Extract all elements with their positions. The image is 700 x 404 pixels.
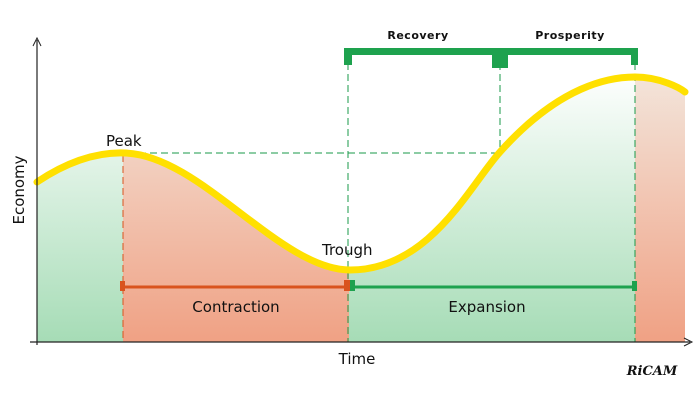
ricam-logo: RiCAM <box>626 364 678 379</box>
prosperity-label: Prosperity <box>535 29 605 42</box>
contraction-fill <box>635 77 685 342</box>
contraction-label: Contraction <box>192 298 279 316</box>
recovery-label: Recovery <box>387 29 448 42</box>
economy-curve <box>33 73 689 274</box>
contraction-bracket <box>120 280 350 291</box>
expansion-label: Expansion <box>448 298 525 316</box>
top-bracket <box>344 48 638 68</box>
x-axis-label: Time <box>338 350 376 368</box>
y-axis-label: Economy <box>10 155 28 224</box>
axes <box>30 36 694 347</box>
trough-label: Trough <box>321 241 373 259</box>
area-fill <box>37 77 685 342</box>
guide-lines <box>95 52 636 342</box>
expansion-bracket <box>350 280 637 291</box>
expansion-fill <box>37 77 123 342</box>
peak-label: Peak <box>106 132 142 150</box>
